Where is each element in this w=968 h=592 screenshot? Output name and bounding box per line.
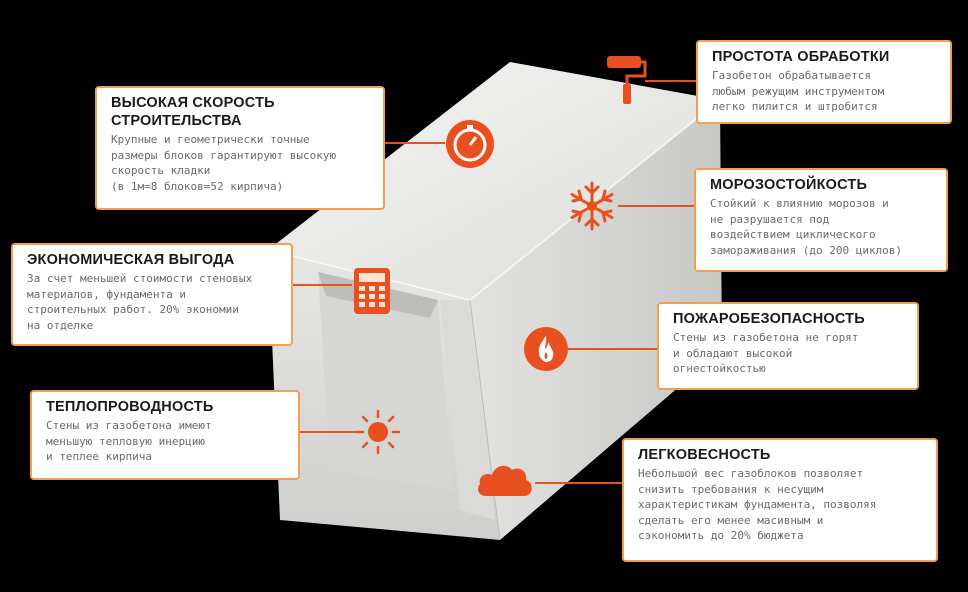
card-text: Стойкий к влиянию морозов и не разрушает… — [710, 197, 903, 257]
card-text: За счет меньшей стоимости стеновых матер… — [27, 272, 253, 332]
card-text: Крупные и геометрически точные размеры б… — [111, 133, 337, 193]
flame-icon — [524, 327, 568, 371]
card-title: ТЕПЛОПРОВОДНОСТЬ — [46, 399, 214, 415]
connector-fire — [568, 348, 658, 350]
paint-roller-icon — [607, 56, 647, 104]
block-top-face — [268, 62, 720, 300]
card-title: ВЫСОКАЯ СКОРОСТЬ СТРОИТЕЛЬСТВА — [111, 95, 275, 129]
connector-frost — [618, 205, 696, 207]
block-tongue — [440, 300, 495, 520]
card-title: МОРОЗОСТОЙКОСТЬ — [710, 177, 868, 193]
sun-icon — [355, 409, 401, 455]
card-frost-resistance: МОРОЗОСТОЙКОСТЬ Стойкий к влиянию морозо… — [694, 168, 948, 272]
card-title: ПРОСТОТА ОБРАБОТКИ — [712, 49, 890, 65]
card-fire-safety: ПОЖАРОБЕЗОПАСНОСТЬ Стены из газобетона н… — [657, 302, 919, 390]
connector-economy — [290, 284, 352, 286]
card-text: Газобетон обрабатывается любым режущим и… — [712, 69, 885, 113]
card-text: Стены из газобетона имеют меньшую теплов… — [46, 419, 212, 463]
cloud-icon — [478, 465, 532, 496]
card-text: Небольшой вес газоблоков позволяет снизи… — [638, 467, 877, 542]
card-thermal-conductivity: ТЕПЛОПРОВОДНОСТЬ Стены из газобетона име… — [30, 390, 300, 480]
card-lightweight: ЛЕГКОВЕСНОСТЬ Небольшой вес газоблоков п… — [622, 438, 938, 562]
card-construction-speed: ВЫСОКАЯ СКОРОСТЬ СТРОИТЕЛЬСТВА Крупные и… — [95, 86, 385, 210]
stopwatch-icon — [446, 120, 494, 168]
card-title: ПОЖАРОБЕЗОПАСНОСТЬ — [673, 311, 865, 327]
connector-processing — [645, 80, 697, 82]
connector-light — [535, 482, 623, 484]
connector-thermal — [298, 431, 360, 433]
card-easy-processing: ПРОСТОТА ОБРАБОТКИ Газобетон обрабатывае… — [696, 40, 952, 124]
connector-speed — [383, 142, 445, 144]
block-side-face — [470, 100, 722, 540]
calculator-icon — [354, 268, 390, 314]
card-title: ЛЕГКОВЕСНОСТЬ — [638, 447, 771, 463]
card-title: ЭКОНОМИЧЕСКАЯ ВЫГОДА — [27, 252, 235, 268]
card-economic-benefit: ЭКОНОМИЧЕСКАЯ ВЫГОДА За счет меньшей сто… — [11, 243, 293, 346]
snowflake-icon — [570, 181, 614, 231]
block-grip-pocket — [318, 272, 452, 490]
card-text: Стены из газобетона не горят и обладают … — [673, 331, 859, 375]
